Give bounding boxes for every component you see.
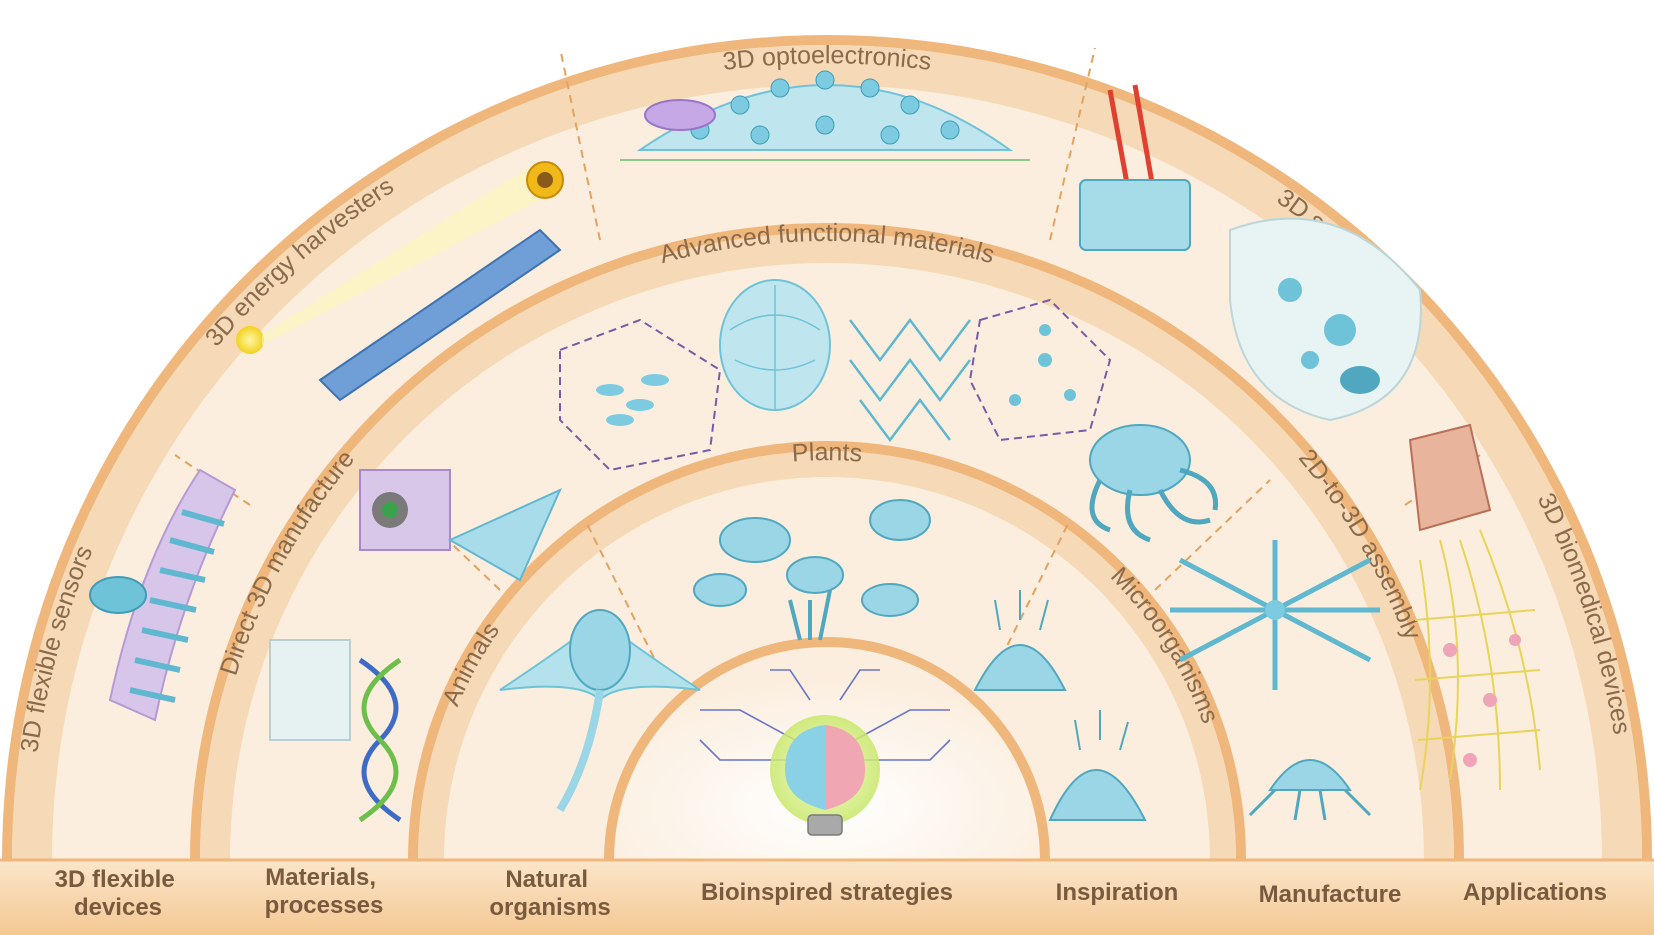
bottom-label-applications: Applications: [1463, 879, 1607, 906]
buckled-dome-structure-icon: [1248, 759, 1372, 821]
radiolarian-dome-icon-2: [1048, 710, 1147, 821]
liquid-crystal-cell-icon: [559, 318, 722, 472]
sun-and-solar-panel-icon: [236, 160, 564, 402]
face-mesh-icon: [719, 279, 831, 411]
bottom-label-natural-organisms: Natural organisms: [489, 866, 610, 921]
label-plants: Plants: [791, 438, 863, 467]
divider-outer-3: [1049, 47, 1096, 241]
venus-flytrap-icon: [693, 499, 931, 641]
divider-middle-2: [1154, 479, 1271, 591]
bottom-band: [0, 860, 1654, 935]
bottom-label-materials-processes: Materials, processes: [265, 864, 384, 919]
bottom-label-3d-flexible-devices: 3D flexible devices: [55, 866, 182, 921]
manta-ray-icon: [499, 609, 701, 813]
compound-eye-array-icon: [620, 70, 1030, 161]
optical-printing-icon: [359, 469, 562, 582]
divider-outer-2: [559, 47, 601, 241]
octopus-icon: [1089, 424, 1219, 543]
radiolarian-dome-icon: [973, 590, 1067, 691]
bottom-label-bioinspired-strategies: Bioinspired strategies: [701, 879, 953, 906]
buckled-star-structure-icon: [1170, 540, 1380, 690]
printed-dna-helix-icon: [269, 639, 402, 823]
laser-actuated-robot-icon: [1079, 84, 1422, 422]
bottom-label-inspiration: Inspiration: [1056, 879, 1179, 906]
lattice-structure-icon: [849, 298, 1112, 443]
brain-lightbulb-icon: [699, 669, 951, 836]
bottom-labels: 3D flexible devices Materials, processes…: [55, 864, 1607, 921]
beetle-on-sensor-array-icon: [89, 468, 237, 722]
tissue-mesh-icon: [1408, 423, 1541, 791]
bottom-label-manufacture: Manufacture: [1259, 881, 1402, 908]
